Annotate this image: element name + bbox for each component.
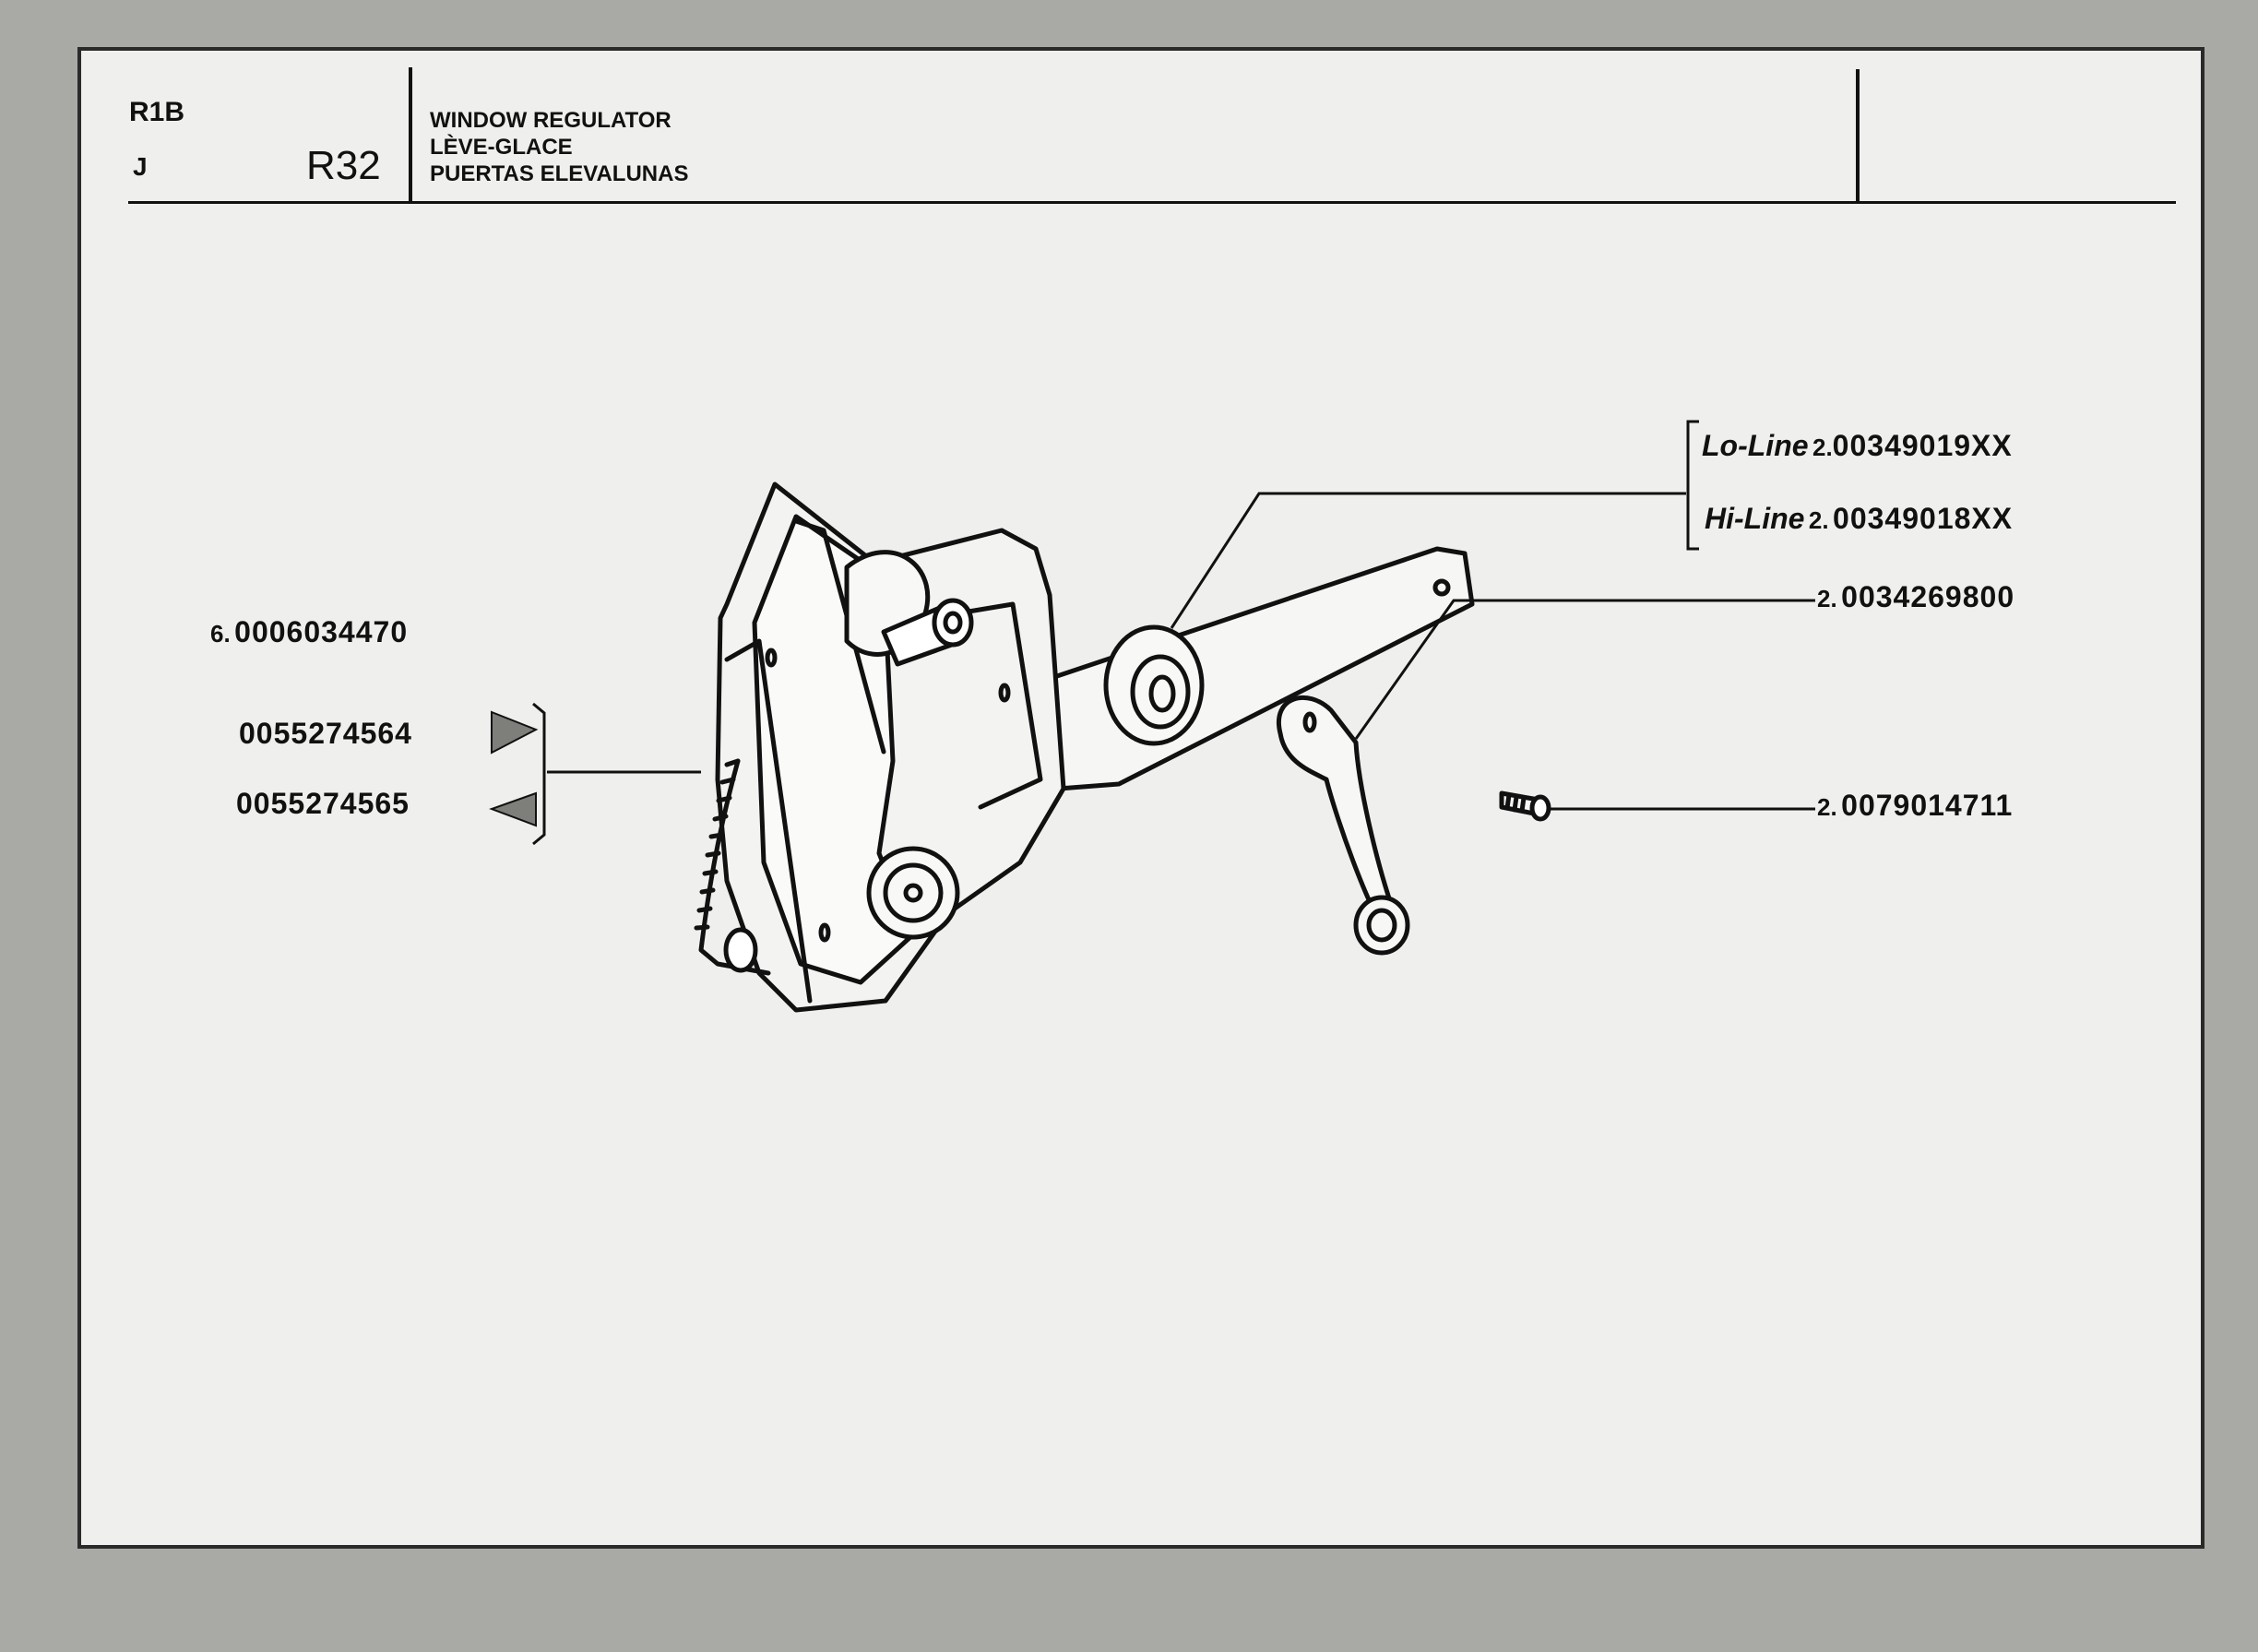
title-en: WINDOW REGULATOR: [430, 108, 671, 133]
escutcheon-hi-variant: Hi-Line: [1705, 502, 1805, 535]
right-triangle-icon: [491, 710, 539, 755]
lever-hole: [1432, 578, 1451, 597]
window-regulator-drawing: [489, 420, 1815, 1013]
leader-handle: [1354, 599, 1815, 740]
title-es: PUERTAS ELEVALUNAS: [430, 161, 689, 186]
page-code: R32: [306, 143, 381, 188]
screw-number: 0079014711: [1841, 789, 2014, 822]
catalog-sheet: R1B J R32 WINDOW REGULATOR LÈVE-GLACE PU…: [81, 51, 2201, 1545]
model-code: R1B: [129, 97, 185, 127]
gear-stop: [723, 927, 758, 973]
handle-callout: 2. 0034269800: [1817, 580, 2014, 614]
title-fr: LÈVE-GLACE: [430, 135, 573, 160]
regulator-right-number: 0055274564: [239, 717, 412, 750]
regulator-left-number: 0055274565: [236, 787, 410, 820]
bracket-escutcheon: [1686, 420, 1699, 551]
gearbox-number: 0006034470: [234, 615, 409, 648]
leader-escutcheon: [1170, 492, 1686, 629]
left-triangle-icon: [489, 791, 537, 827]
bracket-regulator: [532, 702, 546, 846]
lower-pulley: [866, 846, 960, 940]
header-divider-left: [409, 67, 412, 204]
header-divider-right: [1856, 69, 1860, 204]
escutcheon-lo-callout: Lo-Line 2.00349019XX: [1702, 429, 2013, 463]
escutcheon-lo-number: 00349019XX: [1832, 429, 2013, 462]
handle-number: 0034269800: [1841, 580, 2015, 613]
escutcheon-lo-variant: Lo-Line: [1702, 429, 1809, 462]
escutcheon-hi-number: 00349018XX: [1833, 502, 2014, 535]
escutcheon-hi-qty: 2.: [1808, 506, 1829, 534]
model-sub: J: [133, 152, 148, 181]
screw-callout: 2. 0079014711: [1817, 789, 2013, 823]
screw-qty: 2.: [1817, 793, 1837, 821]
handle-qty: 2.: [1817, 585, 1837, 612]
escutcheon-hi-callout: Hi-Line 2. 00349018XX: [1705, 502, 2013, 536]
gearbox-callout: 6. 0006034470: [210, 615, 408, 649]
gearbox-qty: 6.: [210, 620, 231, 648]
escutcheon-lo-qty: 2.: [1812, 434, 1833, 461]
header-rule: [128, 201, 2176, 204]
